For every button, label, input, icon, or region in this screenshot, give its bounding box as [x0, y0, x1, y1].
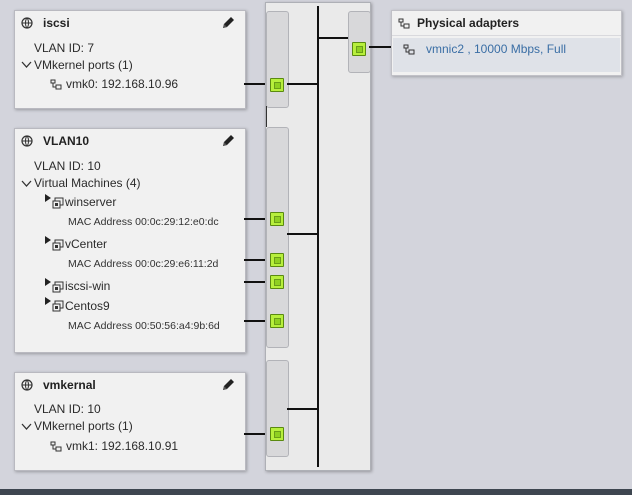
physical-adapters-header: Physical adapters	[392, 11, 621, 36]
switch-port[interactable]	[270, 253, 284, 267]
vlan-id: VLAN ID: 7	[34, 41, 95, 55]
expand-triangle-icon[interactable]	[45, 278, 51, 286]
portgroup-header: vmkernal	[15, 373, 245, 397]
switch-port[interactable]	[270, 212, 284, 226]
connector-line	[244, 281, 266, 283]
vmkernel-port-label: vmk0: 192.168.10.96	[66, 77, 179, 91]
segment-link-line	[266, 106, 267, 127]
portgroup-name: vmkernal	[43, 378, 96, 392]
virtual-switch[interactable]	[265, 2, 371, 471]
physical-adapters-panel[interactable]: Physical adapters vmnic2 , 10000 Mbps, F…	[391, 10, 622, 76]
switch-backbone-line	[317, 6, 319, 467]
connector-line	[244, 218, 266, 220]
vm-name[interactable]: winserver	[65, 195, 117, 209]
pencil-icon[interactable]	[221, 133, 236, 148]
switch-port[interactable]	[270, 78, 284, 92]
virtual-machine-icon	[52, 197, 64, 209]
mac-address: MAC Address 00:0c:29:12:e0:dc	[68, 216, 219, 228]
vmkernel-ports-header[interactable]: VMkernel ports (1)	[34, 58, 133, 72]
portgroup-iscsi[interactable]: iscsi VLAN ID: 7 VMkernel ports (1) vmk0…	[14, 10, 246, 109]
connector-line	[244, 83, 266, 85]
vm-name[interactable]: Centos9	[65, 299, 110, 313]
uplink-port[interactable]	[352, 42, 366, 56]
connector-line	[244, 259, 266, 261]
switch-wire	[287, 83, 318, 85]
network-globe-icon	[21, 379, 33, 391]
network-globe-icon	[21, 17, 33, 29]
physical-adapter-row[interactable]: vmnic2 , 10000 Mbps, Full	[393, 38, 620, 72]
connector-line	[244, 433, 266, 435]
portgroup-header: iscsi	[15, 11, 245, 35]
physical-adapters-title: Physical adapters	[417, 16, 520, 30]
switch-wire	[287, 233, 318, 235]
vmkernel-port-label: vmk1: 192.168.10.91	[66, 439, 179, 453]
bottom-status-bar	[0, 489, 632, 495]
physical-adapter-link[interactable]: vmnic2 , 10000 Mbps, Full	[426, 42, 567, 56]
network-globe-icon	[21, 135, 33, 147]
switch-port[interactable]	[270, 427, 284, 441]
virtual-machine-icon	[52, 239, 64, 251]
vlan-id: VLAN ID: 10	[34, 159, 101, 173]
chevron-down-icon[interactable]	[21, 180, 32, 188]
switch-segment-vlan10	[266, 127, 289, 348]
pencil-icon[interactable]	[221, 377, 236, 392]
pencil-icon[interactable]	[221, 15, 236, 30]
switch-port[interactable]	[270, 275, 284, 289]
expand-triangle-icon[interactable]	[45, 194, 51, 202]
vm-name[interactable]: iscsi-win	[65, 279, 111, 293]
switch-segment-vmkernal	[266, 360, 289, 457]
virtual-machines-header[interactable]: Virtual Machines (4)	[34, 176, 141, 190]
physical-nic-icon	[398, 18, 410, 29]
virtual-machine-icon	[52, 300, 64, 312]
mac-address: MAC Address 00:0c:29:e6:11:2d	[68, 258, 219, 270]
portgroup-name: VLAN10	[43, 134, 90, 148]
portgroup-name: iscsi	[43, 16, 70, 30]
physical-nic-icon	[403, 44, 415, 55]
chevron-down-icon[interactable]	[21, 423, 32, 431]
portgroup-vmkernal[interactable]: vmkernal VLAN ID: 10 VMkernel ports (1) …	[14, 372, 246, 471]
portgroup-vlan10[interactable]: VLAN10 VLAN ID: 10 Virtual Machines (4) …	[14, 128, 246, 353]
vmkernel-ports-header[interactable]: VMkernel ports (1)	[34, 419, 133, 433]
chevron-down-icon[interactable]	[21, 61, 32, 69]
vm-name[interactable]: vCenter	[65, 237, 108, 251]
vmkernel-port-icon	[50, 441, 62, 452]
switch-segment-iscsi	[266, 11, 289, 108]
virtual-machine-icon	[52, 281, 64, 293]
uplink-connector-line	[369, 46, 392, 48]
switch-wire	[287, 408, 318, 410]
portgroup-header: VLAN10	[15, 129, 245, 153]
vlan-id: VLAN ID: 10	[34, 402, 101, 416]
connector-line	[244, 320, 266, 322]
vmkernel-port-icon	[50, 79, 62, 90]
expand-triangle-icon[interactable]	[45, 297, 51, 305]
mac-address: MAC Address 00:50:56:a4:9b:6d	[68, 320, 220, 332]
switch-wire	[318, 37, 348, 39]
expand-triangle-icon[interactable]	[45, 236, 51, 244]
switch-port[interactable]	[270, 314, 284, 328]
